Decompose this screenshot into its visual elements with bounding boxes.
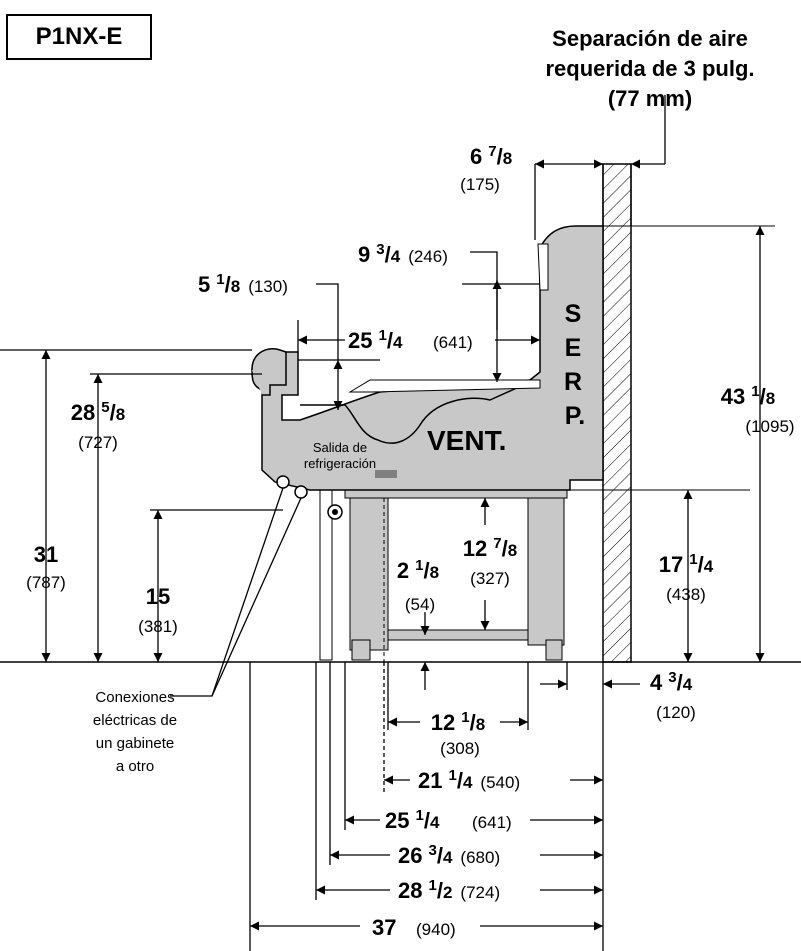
dim-metric: (940): [416, 920, 456, 939]
electrical-connectors: [276, 475, 343, 520]
dim-whole: 12: [431, 710, 455, 735]
dim-metric: (327): [470, 569, 510, 588]
vent-label: VENT.: [427, 425, 506, 456]
dim-label-d-37: 37: [372, 915, 396, 940]
model-label: P1NX-E: [6, 14, 152, 60]
serp-label: P.: [565, 402, 585, 430]
dim-label-d-31: 31 (787): [26, 542, 66, 592]
serp-label: R: [564, 368, 582, 396]
svg-text:251/4: 251/4: [385, 807, 440, 833]
connections-note: Conexiones eléctricas de un gabinete a o…: [92, 689, 178, 775]
wall: [602, 163, 632, 663]
dim-metric: (381): [138, 617, 178, 636]
svg-text:43/4: 43/4: [650, 669, 693, 695]
rear-panel-notch: [537, 243, 549, 291]
outlet-label: refrigeración: [304, 456, 376, 471]
cabinet-front-top: [251, 348, 287, 396]
dim-whole: 37: [372, 915, 396, 940]
dim-whole: 12: [463, 536, 487, 561]
svg-text:211/4(540): 211/4(540): [418, 767, 520, 793]
air-gap-title: Separación de aire requerida de 3 pulg. …: [545, 26, 755, 111]
svg-text:93/4(246): 93/4(246): [358, 241, 448, 267]
svg-text:281/2(724): 281/2(724): [398, 877, 500, 903]
svg-text:21/8: 21/8: [397, 557, 439, 583]
dim-whole: 25: [385, 808, 409, 833]
dim-metric: (175): [460, 175, 500, 194]
dim-whole: 21: [418, 768, 442, 793]
dim-whole: 43: [721, 384, 745, 409]
serp-label: S: [565, 300, 582, 328]
dim-label-d-15: 15 (381): [138, 584, 178, 636]
outlet-label: Salida de: [313, 440, 367, 455]
dim-metric: (787): [26, 573, 66, 592]
dim-metric: (641): [433, 333, 473, 352]
dim-whole: 28: [398, 878, 422, 903]
svg-text:37: 37: [372, 915, 396, 940]
dim-metric: (438): [666, 585, 706, 604]
dim-whole: 9: [358, 242, 370, 267]
svg-text:251/4: 251/4: [348, 327, 403, 353]
dim-whole: 5: [198, 272, 210, 297]
dim-whole: 4: [650, 670, 663, 695]
dim-whole: 26: [398, 843, 422, 868]
svg-text:121/8: 121/8: [431, 709, 485, 735]
svg-text:171/4: 171/4: [659, 551, 714, 577]
dim-whole: 17: [659, 552, 683, 577]
svg-text:31: 31: [34, 542, 58, 567]
dim-whole: 25: [348, 328, 372, 353]
svg-text:67/8: 67/8: [470, 143, 512, 169]
cabinet-base: [319, 489, 568, 662]
refrigeration-outlet: [375, 470, 397, 478]
svg-text:285/8: 285/8: [71, 399, 125, 425]
serp-label: E: [565, 334, 582, 362]
dim-whole: 28: [71, 400, 95, 425]
svg-text:127/8: 127/8: [463, 535, 517, 561]
cabinet-well: [300, 381, 531, 444]
dim-metric: (1095): [745, 417, 794, 436]
dim-whole: 31: [34, 542, 58, 567]
svg-text:15: 15: [146, 584, 170, 609]
svg-text:431/8: 431/8: [721, 383, 775, 409]
dim-whole: 6: [470, 144, 482, 169]
cabinet-rail: [348, 379, 541, 393]
dim-whole: 15: [146, 584, 170, 609]
svg-text:51/8(130): 51/8(130): [198, 271, 288, 297]
svg-text:263/4(680): 263/4(680): [398, 842, 500, 868]
dim-metric: (727): [78, 433, 118, 452]
dim-metric: (120): [656, 703, 696, 722]
dim-metric: (641): [472, 813, 512, 832]
dim-metric: (54): [405, 595, 435, 614]
dim-whole: 2: [397, 558, 409, 583]
dim-metric: (308): [440, 739, 480, 758]
